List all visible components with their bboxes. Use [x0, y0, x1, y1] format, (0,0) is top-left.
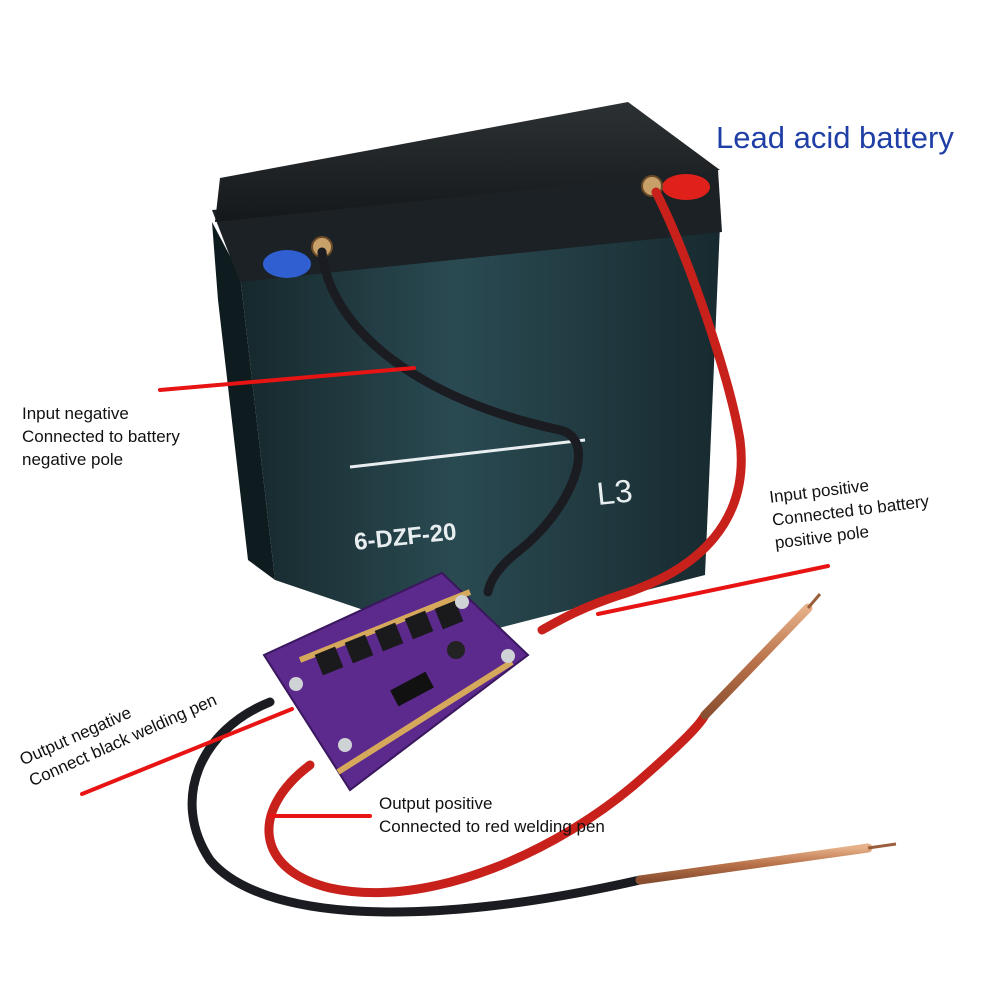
- label-output-positive: Output positive Connected to red welding…: [379, 792, 605, 838]
- cables: [187, 187, 746, 917]
- battery-body: [240, 225, 720, 640]
- red-output-cable: [264, 710, 710, 898]
- red-pen-shaft: [700, 603, 813, 720]
- diagram-title: Lead acid battery: [716, 120, 954, 155]
- black-input-cable: [317, 247, 583, 597]
- mosfet-row: [314, 600, 464, 676]
- label-line: Connected to battery: [22, 427, 180, 446]
- pcb: [262, 571, 530, 792]
- black-output-cable: [187, 697, 645, 917]
- pointer-input-negative: [158, 366, 416, 392]
- upper-copper-strip: [298, 589, 472, 663]
- capacitor: [447, 641, 465, 659]
- label-line: negative pole: [22, 450, 124, 469]
- board-bolt-4: [501, 649, 515, 663]
- red-pen-tip: [806, 593, 822, 609]
- pointer-lines: [80, 366, 830, 818]
- lower-copper-strip: [336, 659, 514, 775]
- board-bolt-3: [338, 738, 352, 752]
- pointer-input-positive: [596, 564, 830, 616]
- lead-acid-battery: 6-DZF-20 L3: [212, 102, 722, 640]
- pointer-output-negative: [80, 707, 294, 796]
- board-bolt-1: [289, 677, 303, 691]
- spot-welder-board: [262, 571, 530, 792]
- welding-pens: [635, 593, 897, 885]
- board-bolt-2: [455, 595, 469, 609]
- battery-lid: [215, 102, 720, 222]
- battery-size-mark: L3: [595, 472, 634, 512]
- black-pen-shaft: [635, 843, 873, 885]
- led-display: [390, 671, 434, 707]
- black-pen-tip: [867, 842, 897, 850]
- label-line: Input negative: [22, 404, 129, 423]
- positive-terminal-cap: [662, 174, 710, 200]
- label-line: Output positive: [379, 794, 493, 813]
- label-input-negative: Input negative Connected to battery nega…: [22, 402, 180, 471]
- battery-side: [212, 222, 275, 580]
- red-input-cable: [537, 187, 746, 635]
- label-line: Connected to red welding pen: [379, 817, 605, 836]
- negative-terminal-cap: [263, 250, 311, 278]
- battery-stripe: [349, 438, 586, 469]
- battery-shoulder: [212, 170, 722, 282]
